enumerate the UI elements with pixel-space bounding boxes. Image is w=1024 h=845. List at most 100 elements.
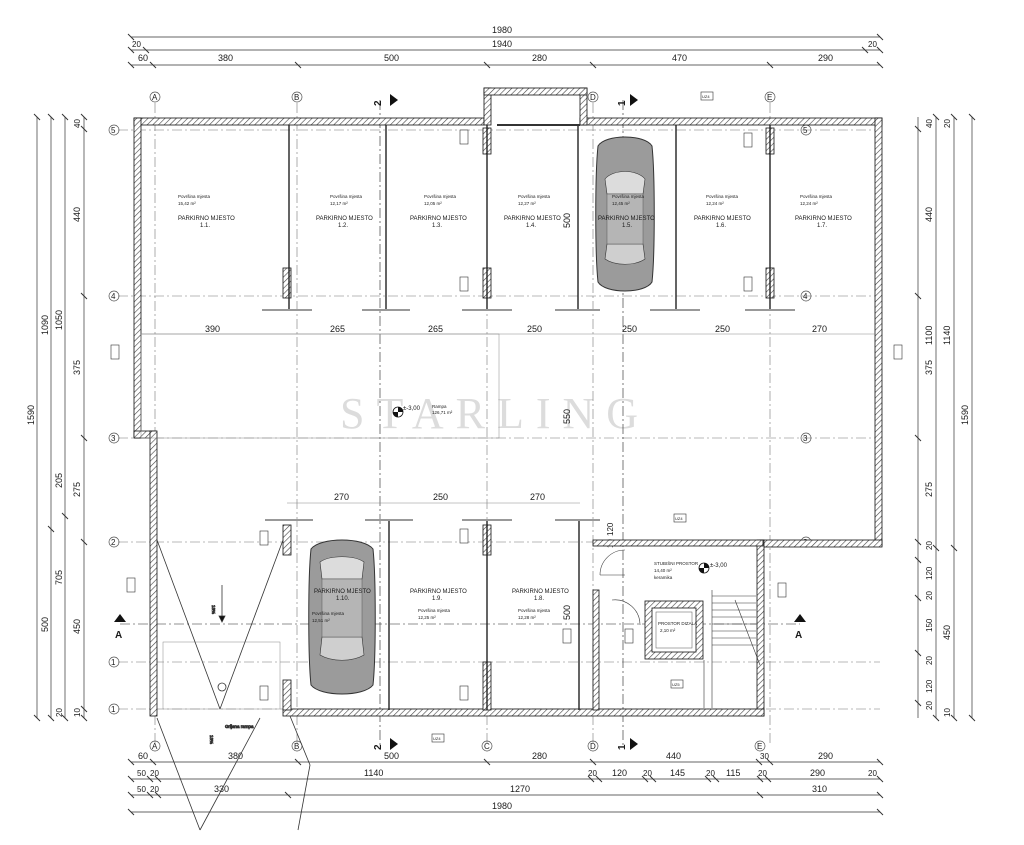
stair-room-label: STUBIŠNI PROSTOR 14,40 m² keramika ±-3,0… — [654, 560, 728, 580]
section-arrow — [390, 738, 398, 750]
dim-top-seg: 60 — [138, 53, 148, 63]
room-area: 2,10 m² — [660, 628, 676, 633]
dim-bottom-row2: 115 — [726, 768, 740, 778]
axis-number: 2 — [111, 538, 116, 547]
axis-letter: B — [294, 93, 299, 102]
uz-tag-labels: UZ4 UZ4 UZ5 UZ4 — [433, 94, 710, 741]
axis-number: 3 — [111, 434, 116, 443]
dim-right-seg: 375 — [924, 360, 934, 375]
parking-spots-top: Površina mjesta 15,42 m² PARKIRNO MJESTO… — [178, 194, 852, 229]
parking-area-value: 12,24 m² — [800, 201, 818, 206]
parking-end-lines — [262, 309, 795, 521]
dim-bottom-row2: 1140 — [364, 768, 383, 778]
dim-bottom-row2: 290 — [810, 768, 825, 778]
dim-top-inner: 1940 — [492, 39, 512, 49]
room-name: Rampa — [432, 404, 447, 409]
room-name: PROSTOR DIZALA — [658, 621, 697, 626]
car-top-view — [308, 539, 376, 695]
parking-area-label: Površina mjesta — [518, 194, 551, 199]
parking-area-value: 15,42 m² — [178, 201, 196, 206]
section-label: 1 — [617, 100, 628, 106]
dim-left-seg: 205 — [54, 473, 64, 488]
dim-right-seg: 120 — [925, 566, 934, 580]
parking-number: 1.10. — [336, 596, 350, 602]
dim-top-seg: 500 — [384, 53, 399, 63]
section-label: 2 — [373, 744, 384, 750]
parking-spot-1-4: Površina mjesta 12,27 m² PARKIRNO MJESTO… — [504, 194, 561, 229]
parking-title: PARKIRNO MJESTO — [504, 216, 561, 222]
room-name: STUBIŠNI PROSTOR — [654, 560, 699, 566]
dim-right-total: 1590 — [960, 405, 970, 425]
parking-spot-1-9: PARKIRNO MJESTO 1.9. Površina mjesta 12,… — [410, 589, 467, 620]
parking-area-label: Površina mjesta — [706, 194, 739, 199]
parking-spot-1-2: Površina mjesta 12,17 m² PARKIRNO MJESTO… — [316, 194, 373, 229]
dim-top-right-offset: 20 — [868, 40, 877, 49]
section-arrow — [114, 614, 126, 622]
stairs — [599, 549, 761, 708]
parking-separators — [288, 125, 771, 710]
axis-number: 3 — [803, 434, 808, 443]
room-area: 14,40 m² — [654, 568, 672, 573]
room-area: 126,71 m² — [432, 410, 453, 415]
dim-bottom-total: 1980 — [492, 801, 512, 811]
dimension-lines — [33, 33, 976, 816]
dim-inner-top: 250 — [715, 324, 730, 334]
dim-top-total: 1980 — [492, 25, 512, 35]
section-arrow — [794, 614, 806, 622]
dim-bottom-row2: 20 — [150, 769, 159, 778]
dim-bottom-seg: 30 — [760, 752, 769, 761]
parking-area-value: 12,25 m² — [418, 615, 436, 620]
dim-left-seg: 20 — [55, 708, 64, 717]
lift-shaft: PROSTOR DIZALA 2,10 m² — [644, 600, 704, 660]
parking-area-label: Površina mjesta — [424, 194, 457, 199]
parking-area-value: 12,51 m² — [312, 618, 330, 623]
parking-number: 1.8. — [534, 596, 544, 602]
dim-right-seg: 150 — [925, 618, 934, 632]
parking-area-label: Površina mjesta — [418, 608, 451, 613]
parking-number: 1.9. — [432, 596, 442, 602]
uz-tags — [110, 91, 903, 743]
dim-inner-top: 270 — [812, 324, 827, 334]
parking-area-value: 12,45 m² — [612, 201, 630, 206]
ramp-slope: 18% — [209, 735, 214, 744]
dim-left-seg: 450 — [72, 619, 82, 634]
level-mark: ±-3,00 — [403, 406, 421, 412]
dim-right-sub: 450 — [942, 625, 952, 640]
dim-right-seg: 20 — [925, 701, 934, 710]
dim-inner-vertical: 500 — [562, 605, 572, 620]
dim-bottom-row3: 310 — [812, 784, 827, 794]
dim-bottom-row2: 20 — [706, 769, 715, 778]
dim-bottom-row2: 120 — [612, 768, 627, 778]
dim-inner-bottom: 270 — [334, 492, 349, 502]
dim-small: 120 — [606, 522, 615, 536]
parking-number: 1.3. — [432, 223, 442, 229]
uz-tag: UZ4 — [675, 516, 683, 521]
section-arrow — [630, 94, 638, 106]
dim-right-inner: 40 — [925, 119, 934, 128]
dim-left-seg: 375 — [72, 360, 82, 375]
parking-area-label: Površina mjesta — [800, 194, 833, 199]
parking-spot-1-8: PARKIRNO MJESTO 1.8. Površina mjesta 12,… — [512, 589, 569, 620]
section-label: 2 — [373, 100, 384, 106]
dim-top-seg: 470 — [672, 53, 687, 63]
dim-bottom-seg: 440 — [666, 751, 681, 761]
dimension-labels: 1980 1940 20 20 60 380 500 280 470 290 6… — [26, 25, 970, 811]
dim-inner-top: 265 — [330, 324, 345, 334]
dim-inner-vertical: 550 — [562, 409, 572, 424]
axis-letter: E — [757, 742, 762, 751]
dim-bottom-seg: 280 — [532, 751, 547, 761]
parking-spot-1-10: PARKIRNO MJESTO 1.10. Površina mjesta 12… — [312, 589, 371, 623]
parking-title: PARKIRNO MJESTO — [512, 589, 569, 595]
dim-bottom-seg: 380 — [228, 751, 243, 761]
parking-area-label: Površina mjesta — [612, 194, 645, 199]
dim-left-seg: 40 — [73, 119, 82, 128]
axis-letter: D — [590, 93, 596, 102]
level-mark: ±-3,00 — [710, 563, 728, 569]
ramp: 18% 18% Grijana rampa — [156, 539, 311, 831]
section-arrow — [390, 94, 398, 106]
ramp-slope: 18% — [211, 605, 216, 614]
dim-bottom-row3: 50 — [137, 785, 146, 794]
dim-bottom-row2: 50 — [137, 769, 146, 778]
garage-room-label: ±-3,00 Rampa 126,71 m² — [392, 404, 453, 418]
